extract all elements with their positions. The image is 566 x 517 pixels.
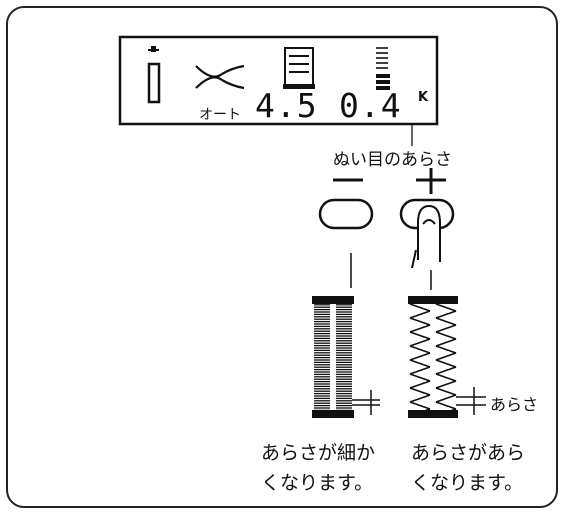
stitch-width-value: 4.5 — [255, 86, 318, 125]
density-marker-label: あらさ — [490, 395, 539, 414]
unit-mark: K — [418, 90, 429, 105]
stitch-crossover-icon — [195, 64, 245, 90]
minus-symbol: − — [343, 166, 344, 167]
fine-stitch-sample — [312, 296, 354, 418]
stitch-length-icon — [376, 47, 390, 90]
fine-density-marker — [352, 390, 380, 415]
coarse-stitch-sample — [408, 296, 458, 418]
minus-key — [318, 178, 374, 288]
caption-coarse-line1: あらさがあら — [411, 442, 526, 464]
caption-fine-line1: あらさが細か — [261, 442, 376, 464]
finger-press-icon — [411, 204, 441, 269]
stitch-density-label: ぬい目のあらさ — [333, 150, 452, 170]
stitch-length-value: 0.4 — [339, 86, 402, 125]
buttonhole-pattern-icon — [147, 46, 161, 104]
stitch-width-icon — [283, 47, 315, 89]
plus-symbol: + — [425, 166, 426, 167]
auto-mode-label: オート — [199, 107, 241, 123]
caption-fine-line2: くなります。 — [261, 472, 374, 494]
illustration-frame — [6, 6, 558, 508]
caption-coarse-line2: くなります。 — [411, 472, 524, 494]
coarse-density-marker — [456, 387, 486, 415]
